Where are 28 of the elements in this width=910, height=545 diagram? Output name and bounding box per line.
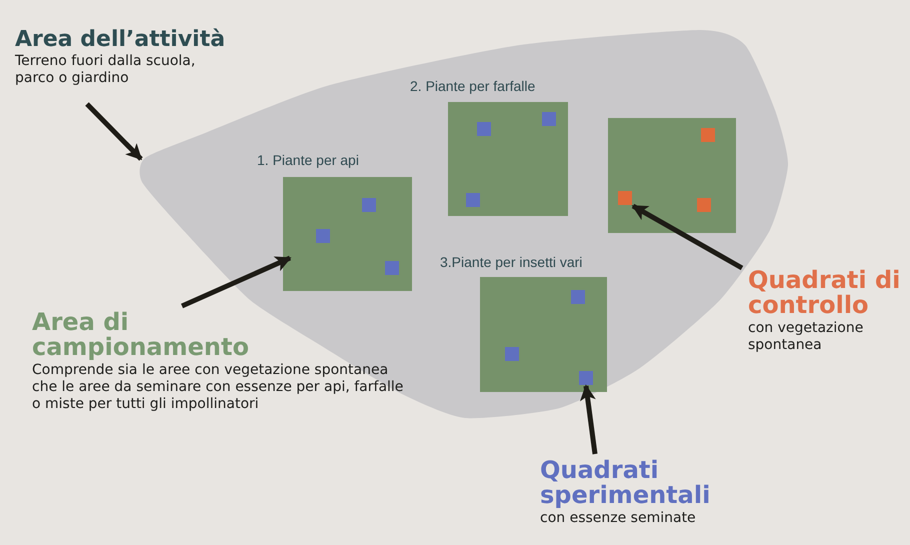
callout-heading: Area dell’attività <box>15 28 226 52</box>
callout-heading: Quadrati sperimentali <box>540 458 712 508</box>
callout-heading: Quadrati di controllo <box>748 268 902 318</box>
sample-square <box>362 198 376 212</box>
sample-square <box>316 229 330 243</box>
arrow <box>85 102 143 161</box>
sample-square <box>542 112 556 126</box>
arrow <box>580 384 598 454</box>
callout-text: Comprende sia le aree con vegetazione spontanea che le aree da seminare con essenze per api, farfalle o miste per tutti gli impollinatori <box>32 362 404 413</box>
arrow <box>632 204 744 270</box>
arrow <box>180 256 292 308</box>
callout-text: con vegetazione spontanea <box>748 320 864 354</box>
sample-square <box>385 261 399 275</box>
plot-label: 1. Piante per api <box>257 152 359 168</box>
sample-square <box>505 347 519 361</box>
sample-square <box>571 290 585 304</box>
callout-text: Terreno fuori dalla scuola, parco o giardino <box>15 53 196 87</box>
callout-text: con essenze seminate <box>540 510 697 528</box>
sample-square <box>618 191 632 205</box>
sample-square <box>697 198 711 212</box>
plot-label: 2. Piante per farfalle <box>410 78 536 94</box>
sample-square <box>701 128 715 142</box>
plot-label: 3.Piante per insetti vari <box>440 254 582 270</box>
sample-square <box>579 371 593 385</box>
callout-heading: Area di campionamento <box>32 310 250 360</box>
sample-square <box>477 122 491 136</box>
sample-square <box>466 193 480 207</box>
control-plot <box>608 118 736 233</box>
